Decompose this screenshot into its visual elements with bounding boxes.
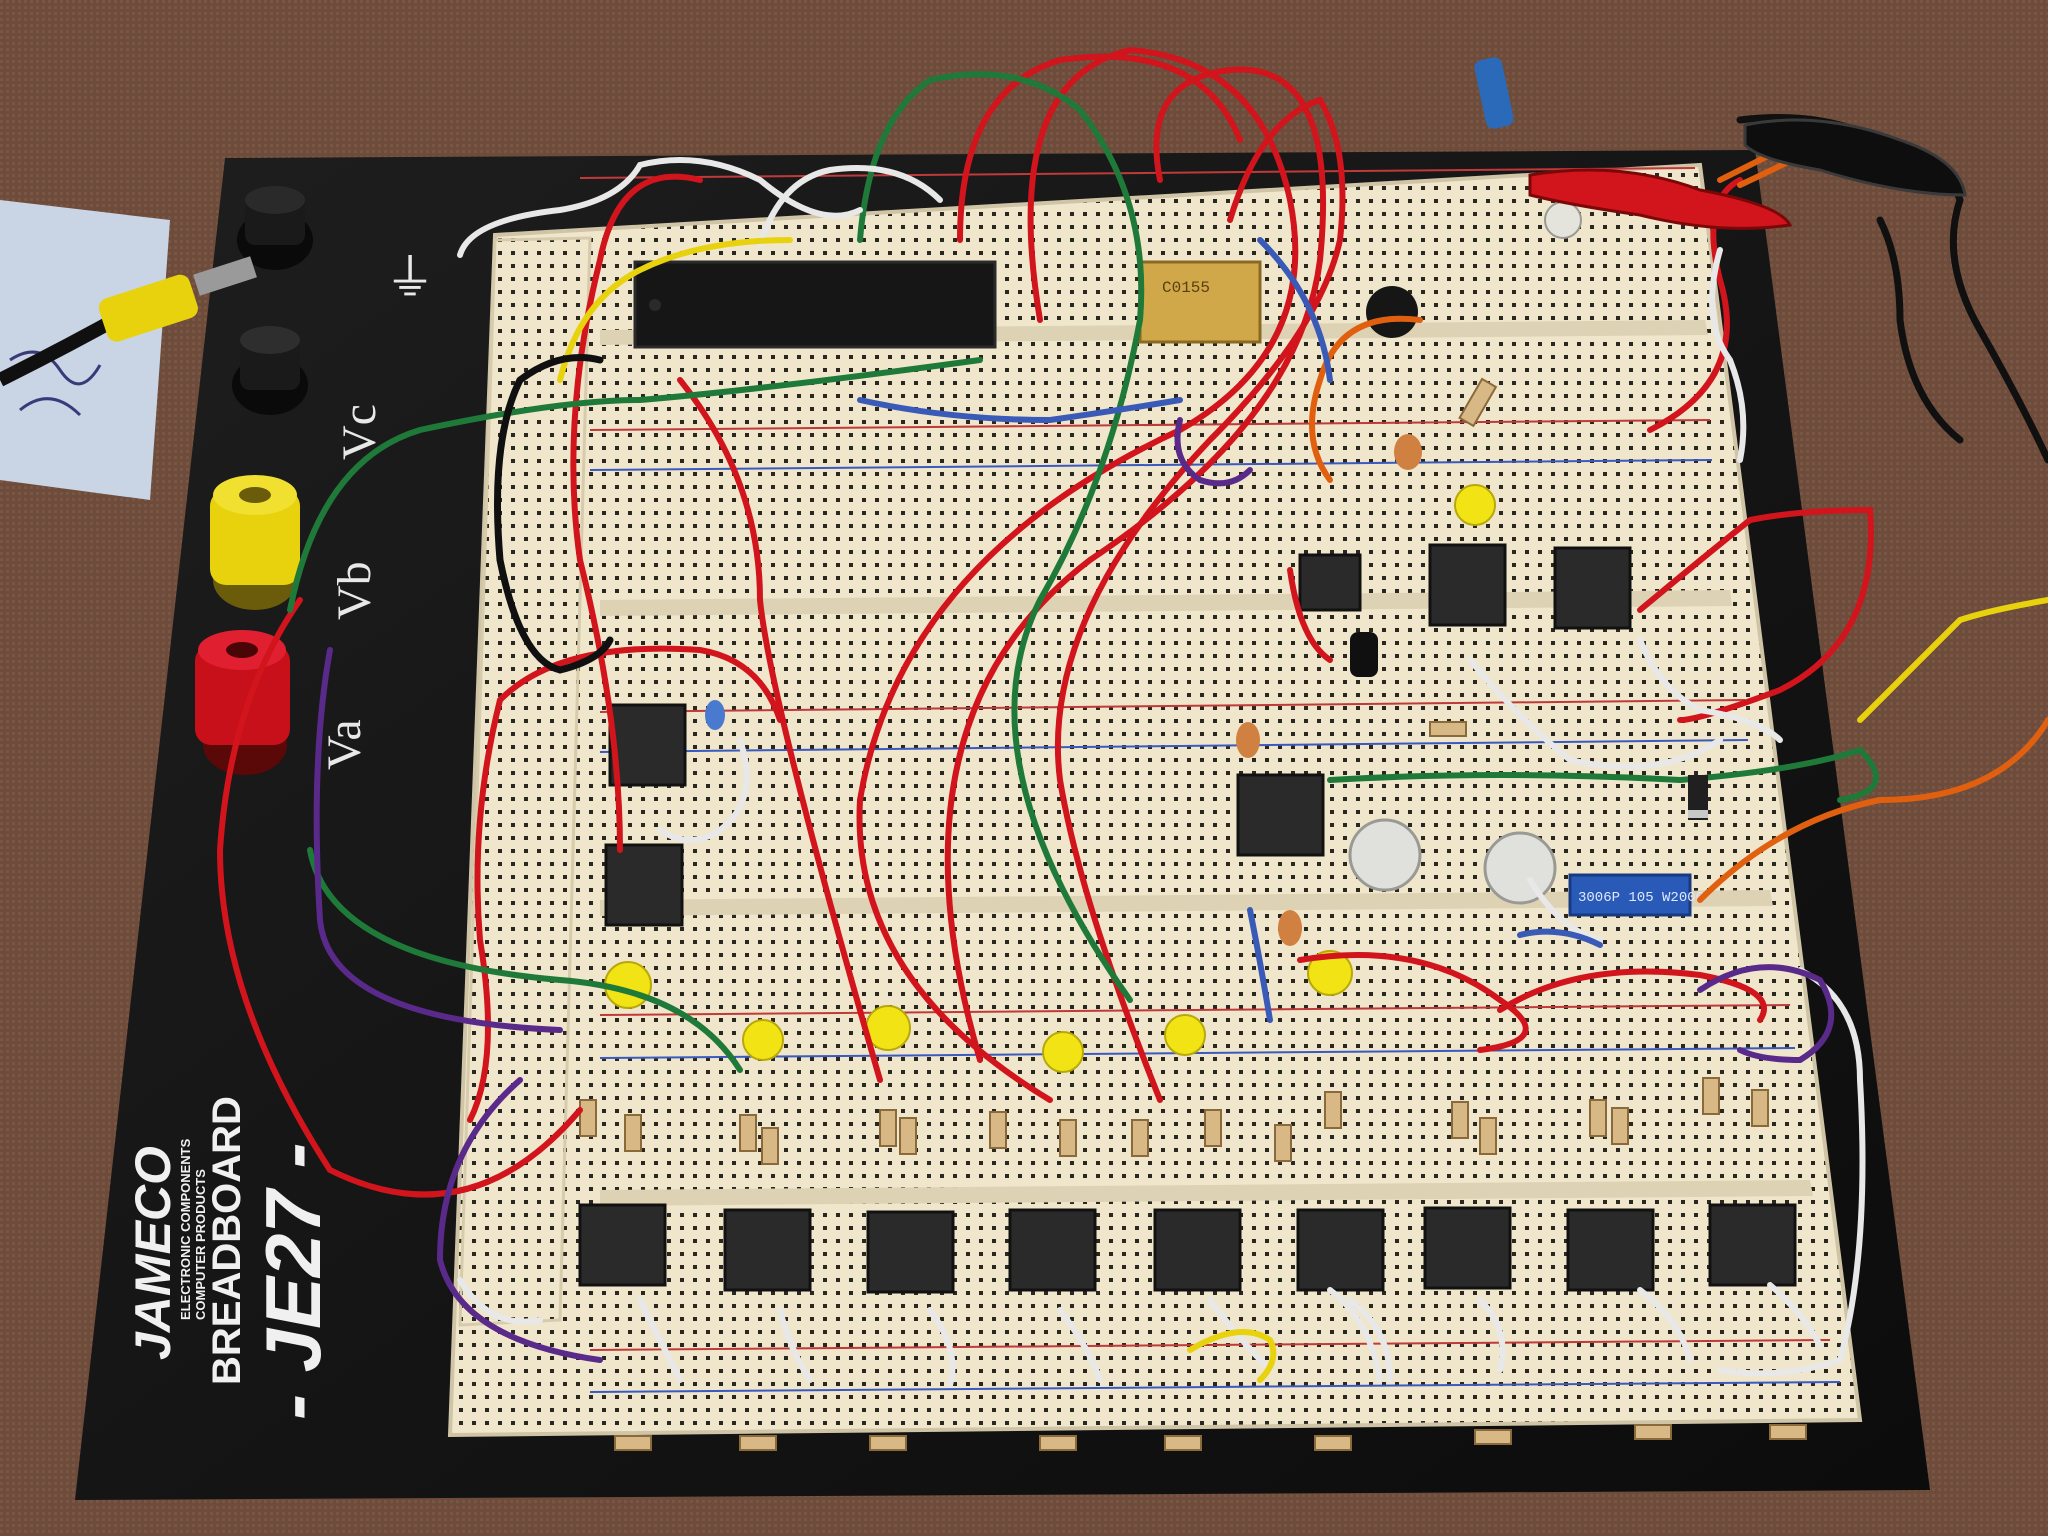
yellow-leds (604, 484, 1496, 1073)
alligator-clip-red (1528, 168, 1793, 230)
model-number: - JE27 - (249, 1143, 337, 1420)
binding-posts (195, 186, 313, 775)
crystal-label: C0155 (1162, 279, 1210, 297)
post-label-va: Va (318, 719, 371, 770)
trimpot-label: 3006P 105 W2000 (1578, 890, 1704, 906)
clear-led (1544, 201, 1582, 239)
breadboard-surface (447, 162, 1863, 1438)
brand-logo: JAMECO (125, 1146, 181, 1360)
ground-symbol: ⏚ (385, 250, 435, 306)
electrolytic-capacitors (1350, 57, 1514, 677)
microcontroller-chip (633, 260, 997, 349)
vb-post[interactable] (210, 475, 300, 610)
to220-transistors (578, 543, 1797, 1294)
paper-note (0, 200, 170, 500)
alligator-clip-black (1743, 118, 1967, 197)
vc-post[interactable] (232, 326, 308, 415)
spade-connector (0, 256, 257, 387)
resistors (579, 377, 1807, 1451)
to92-component (1366, 286, 1418, 338)
crystal-oscillator: C0155 (1138, 260, 1262, 344)
brand-subtitle-1: ELECTRONIC COMPONENTS (178, 1138, 193, 1320)
potentiometers (1348, 818, 1557, 905)
trimpot: 3006P 105 W2000 (1568, 873, 1704, 917)
post-label-vb: Vb (328, 561, 381, 620)
brand-subtitle-2: COMPUTER PRODUCTS (193, 1169, 208, 1320)
product-name: BREADBOARD (205, 1096, 249, 1385)
ceramic-capacitors (705, 434, 1422, 946)
diode (1688, 775, 1708, 820)
va-post[interactable] (195, 630, 290, 775)
ground-post[interactable] (237, 186, 313, 270)
